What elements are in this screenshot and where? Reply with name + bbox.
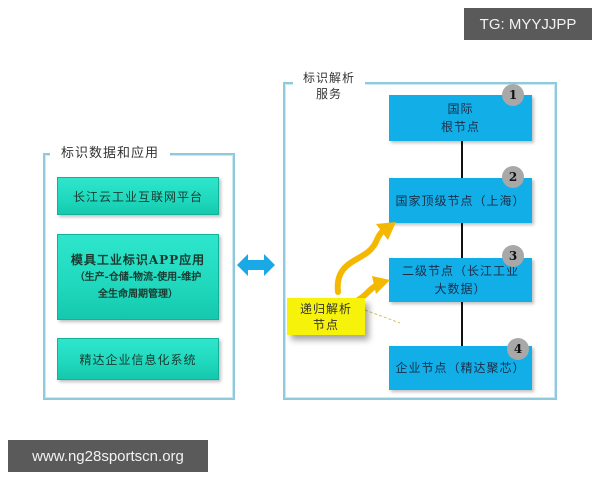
watermark-bottom-left: www.ng28sportscn.org (8, 440, 208, 472)
node-enterprise: 企业节点（精达聚芯） (389, 346, 532, 390)
app-sub-line2: 全生命周期管理） (98, 288, 178, 300)
node-1-line2: 根节点 (440, 120, 480, 134)
enterprise-system-box: 精达企业信息化系统 (57, 338, 219, 380)
node-3-badge: 3 (502, 245, 524, 267)
recursive-arrows (280, 210, 463, 350)
recursive-node-line1: 递归解析 (299, 301, 352, 316)
node-1-line1: 国际 (447, 102, 474, 116)
recursive-node-line2: 节点 (312, 317, 339, 332)
watermark-top-right: TG: MYYJJPP (464, 8, 592, 40)
right-panel-title: 标识解析 服务 (293, 70, 365, 104)
node-1-badge: 1 (502, 84, 524, 106)
platform-box: 长江云工业互联网平台 (57, 177, 219, 215)
right-panel-title-line1: 标识解析 (302, 71, 355, 85)
connector-line-2-3 (461, 223, 463, 258)
enterprise-system-label: 精达企业信息化系统 (79, 352, 197, 367)
node-2-line1: 国家顶级节点（上海） (395, 193, 526, 208)
node-4-line1: 企业节点（精达聚芯） (395, 361, 526, 375)
node-4-badge: 4 (507, 338, 529, 360)
app-label: 模具工业标识APP应用 (70, 252, 206, 267)
platform-label: 长江云工业互联网平台 (72, 189, 203, 204)
right-panel-title-line2: 服务 (315, 87, 342, 101)
right-panel-frame (283, 82, 557, 400)
node-3-line2: 大数据） (434, 282, 487, 296)
recursive-resolution-node: 递归解析 节点 (287, 298, 365, 335)
connector-line-1-2 (461, 141, 463, 178)
connector-line-3-4 (461, 302, 463, 346)
left-panel-title: 标识数据和应用 (50, 143, 170, 165)
app-sub-line1: （生产-仓储-物流-使用-维护 (74, 271, 202, 283)
node-2-badge: 2 (502, 166, 524, 188)
double-arrow-icon (237, 252, 275, 278)
node-3-line1: 二级节点（长江工业 (401, 264, 519, 278)
app-box: 模具工业标识APP应用 （生产-仓储-物流-使用-维护 全生命周期管理） (57, 234, 219, 320)
